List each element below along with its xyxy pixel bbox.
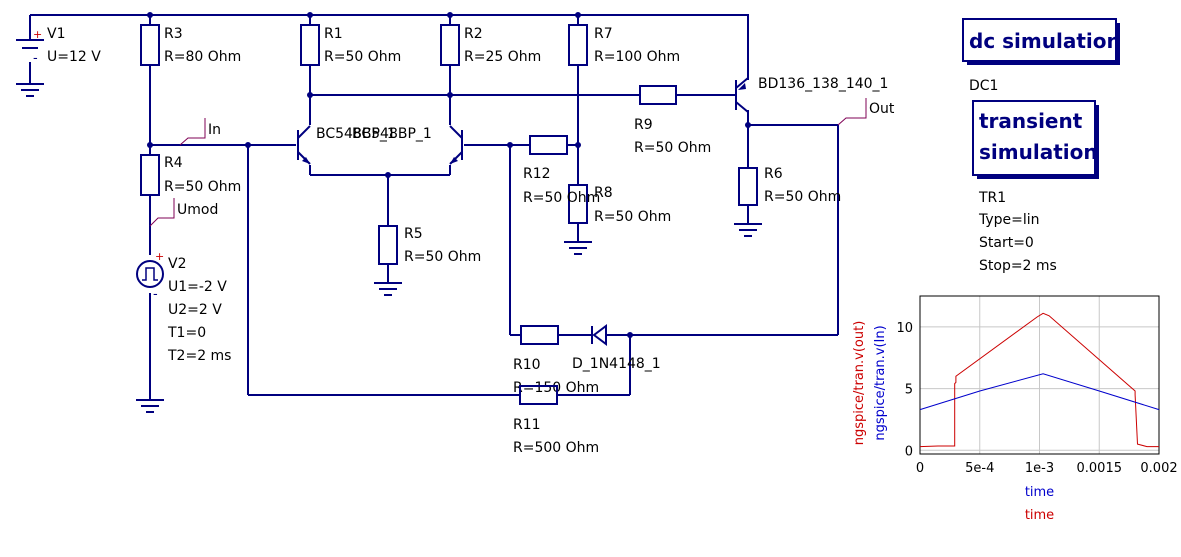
chart-series-line-2 <box>919 373 1160 411</box>
ground-r5 <box>374 282 402 296</box>
v2-minus-sign: - <box>153 287 158 302</box>
r10-name: R10 <box>513 357 541 373</box>
resistor-r9[interactable]: R9 R=50 Ohm <box>634 85 711 156</box>
tran-sim-start: Start=0 <box>979 235 1034 251</box>
r12-name: R12 <box>523 166 551 182</box>
chart-y-tick-label: 0 <box>905 444 913 459</box>
r4-value: R=50 Ohm <box>164 179 241 195</box>
resistor-r11[interactable]: R11 R=500 Ohm <box>513 385 599 456</box>
chart-series-line-1 <box>919 312 1159 448</box>
q1-name: BC548BP_1 <box>316 126 396 142</box>
wires <box>29 14 839 400</box>
tran-sim-title-2: simulation <box>979 140 1098 164</box>
ground-v1 <box>16 83 44 97</box>
v2-u1: U1=-2 V <box>168 279 227 295</box>
chart-y-tick-label: 5 <box>905 383 913 398</box>
resistor-r6[interactable]: R6 R=50 Ohm <box>738 166 841 206</box>
ground-r8 <box>564 241 592 255</box>
chart-x-tick-label: 0.002 <box>1140 461 1177 476</box>
resistor-r5[interactable]: R5 R=50 Ohm <box>378 225 481 265</box>
transistor-q3[interactable]: BD136_138_140_1 <box>735 76 888 113</box>
chart-series <box>919 312 1160 448</box>
dc-simulation-block[interactable]: dc simulation DC1 <box>962 18 1121 94</box>
pulse-source-v2[interactable]: + - V2 U1=-2 V U2=2 V T1=0 T2=2 ms <box>136 250 231 364</box>
transient-chart[interactable]: 0 5e-4 1e-3 0.0015 0.002 0 5 10 time time ngspice… <box>852 295 1178 523</box>
r1-value: R=50 Ohm <box>324 49 401 65</box>
battery-v1[interactable]: + - V1 U=12 V <box>16 26 101 66</box>
r3-value: R=80 Ohm <box>164 49 241 65</box>
resistor-r1[interactable]: R1 R=50 Ohm <box>300 24 401 66</box>
chart-y-tick-label: 10 <box>896 321 913 336</box>
chart-x-axis-label: time <box>1025 485 1054 500</box>
resistor-r12[interactable]: R12 R=50 Ohm <box>523 135 600 206</box>
net-label-in: In <box>179 118 221 146</box>
ground-v2 <box>136 399 164 413</box>
r11-value: R=500 Ohm <box>513 440 599 456</box>
q2-name: BC548BP_1 <box>352 126 432 142</box>
resistor-r7[interactable]: R7 R=100 Ohm <box>568 24 680 66</box>
r9-name: R9 <box>634 117 653 133</box>
r8-name: R8 <box>594 185 613 201</box>
dc-sim-title: dc simulation <box>969 29 1121 53</box>
tran-sim-type: Type=lin <box>978 212 1040 228</box>
tran-sim-title-1: transient <box>979 109 1083 133</box>
resistor-r8[interactable]: R8 R=50 Ohm <box>568 184 671 225</box>
net-label-umod: Umod <box>149 198 218 227</box>
v2-plus-sign: + <box>155 250 164 263</box>
r3-name: R3 <box>164 26 183 42</box>
r2-value: R=25 Ohm <box>464 49 541 65</box>
v2-t1: T1=0 <box>167 325 206 341</box>
r2-name: R2 <box>464 26 483 42</box>
dc-sim-name: DC1 <box>969 78 998 94</box>
ground-r6 <box>734 223 762 237</box>
r4-name: R4 <box>164 155 183 171</box>
v1-name: V1 <box>47 26 65 42</box>
r12-value: R=50 Ohm <box>523 190 600 206</box>
tran-sim-stop: Stop=2 ms <box>979 258 1057 274</box>
v2-u2: U2=2 V <box>168 302 222 318</box>
chart-x-tick-label: 1e-3 <box>1025 461 1054 476</box>
r9-value: R=50 Ohm <box>634 140 711 156</box>
r5-name: R5 <box>404 226 423 242</box>
resistor-r4[interactable]: R4 R=50 Ohm <box>140 154 241 196</box>
chart-y-axis-label: ngspice/tran.v(In) <box>873 325 888 440</box>
r7-value: R=100 Ohm <box>594 49 680 65</box>
v2-t2: T2=2 ms <box>167 348 231 364</box>
r7-name: R7 <box>594 26 613 42</box>
chart-x-tick-label: 5e-4 <box>965 461 994 476</box>
chart-axis-labels: time time ngspice/tran.v(out) ngspice/tran.… <box>852 321 1054 523</box>
r1-name: R1 <box>324 26 343 42</box>
chart-x-tick-label: 0 <box>916 461 924 476</box>
chart-ticks: 0 5e-4 1e-3 0.0015 0.002 0 5 10 <box>896 321 1177 476</box>
r11-name: R11 <box>513 417 541 433</box>
d1-name: D_1N4148_1 <box>572 356 661 372</box>
chart-frame <box>919 295 1160 455</box>
v1-minus-sign: - <box>33 51 38 66</box>
chart-y-axis-label: ngspice/tran.v(out) <box>852 321 867 446</box>
r6-name: R6 <box>764 166 783 182</box>
r6-value: R=50 Ohm <box>764 189 841 205</box>
junction-nodes <box>147 12 751 338</box>
r8-value: R=50 Ohm <box>594 209 671 225</box>
r5-value: R=50 Ohm <box>404 249 481 265</box>
v1-plus-sign: + <box>33 28 42 41</box>
tran-sim-name: TR1 <box>978 190 1006 206</box>
net-label-out: Out <box>837 98 895 126</box>
transistor-q2[interactable]: BC548BP_1 <box>352 125 463 165</box>
transient-simulation-block[interactable]: transient simulation TR1 Type=lin Start=… <box>972 100 1099 274</box>
net-in-text: In <box>208 122 221 138</box>
resistor-r2[interactable]: R2 R=25 Ohm <box>440 24 541 66</box>
diode-d1[interactable]: D_1N4148_1 <box>572 324 661 372</box>
q3-name: BD136_138_140_1 <box>758 76 888 92</box>
chart-x-axis-label: time <box>1025 508 1054 523</box>
resistor-r3[interactable]: R3 R=80 Ohm <box>140 24 241 66</box>
net-umod-text: Umod <box>177 202 218 218</box>
net-out-text: Out <box>869 101 895 117</box>
chart-x-tick-label: 0.0015 <box>1077 461 1123 476</box>
v2-name: V2 <box>168 256 186 272</box>
v1-value: U=12 V <box>47 49 101 65</box>
transistor-q1[interactable]: BC548BP_1 <box>297 125 396 165</box>
